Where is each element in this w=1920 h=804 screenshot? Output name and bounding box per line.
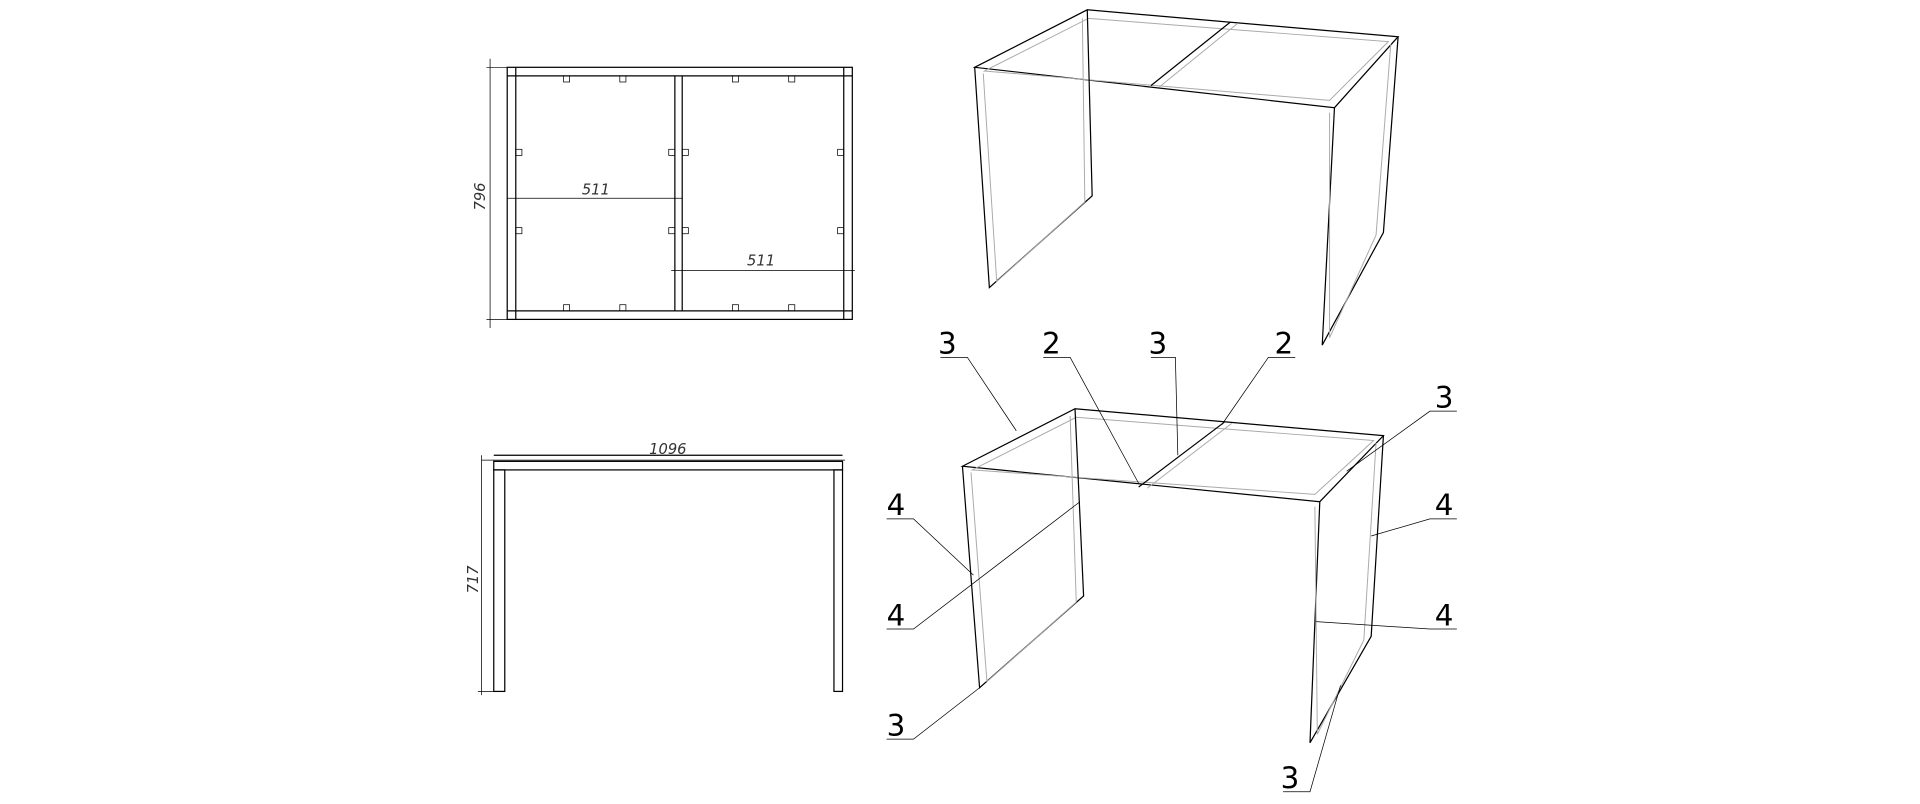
callout-part-4: 4 — [1435, 598, 1454, 632]
callout-part-3: 3 — [1148, 327, 1167, 361]
dimension-depth: 796 — [472, 182, 489, 210]
dimension-width: 1096 — [649, 441, 686, 458]
callout-part-3: 3 — [938, 327, 957, 361]
callout-part-4: 4 — [887, 598, 906, 632]
callout-part-3: 3 — [887, 708, 906, 742]
callout-part-2: 2 — [1275, 327, 1294, 361]
isometric-view-plain — [972, 9, 1400, 346]
dimension-height: 717 — [465, 565, 482, 594]
top-view: 796 511 511 — [472, 58, 855, 328]
callout-part-3: 3 — [1435, 381, 1454, 415]
dimension-right-span: 511 — [747, 253, 775, 270]
callout-part-2: 2 — [1042, 327, 1061, 361]
dimension-left-span: 511 — [582, 182, 610, 199]
isometric-view-labeled: 3 2 3 2 3 4 4 3 4 4 3 — [887, 327, 1457, 795]
callout-part-4: 4 — [887, 488, 906, 522]
callout-part-4: 4 — [1435, 488, 1454, 522]
callout-part-3: 3 — [1281, 761, 1300, 795]
front-view: 1096 717 — [465, 441, 845, 696]
